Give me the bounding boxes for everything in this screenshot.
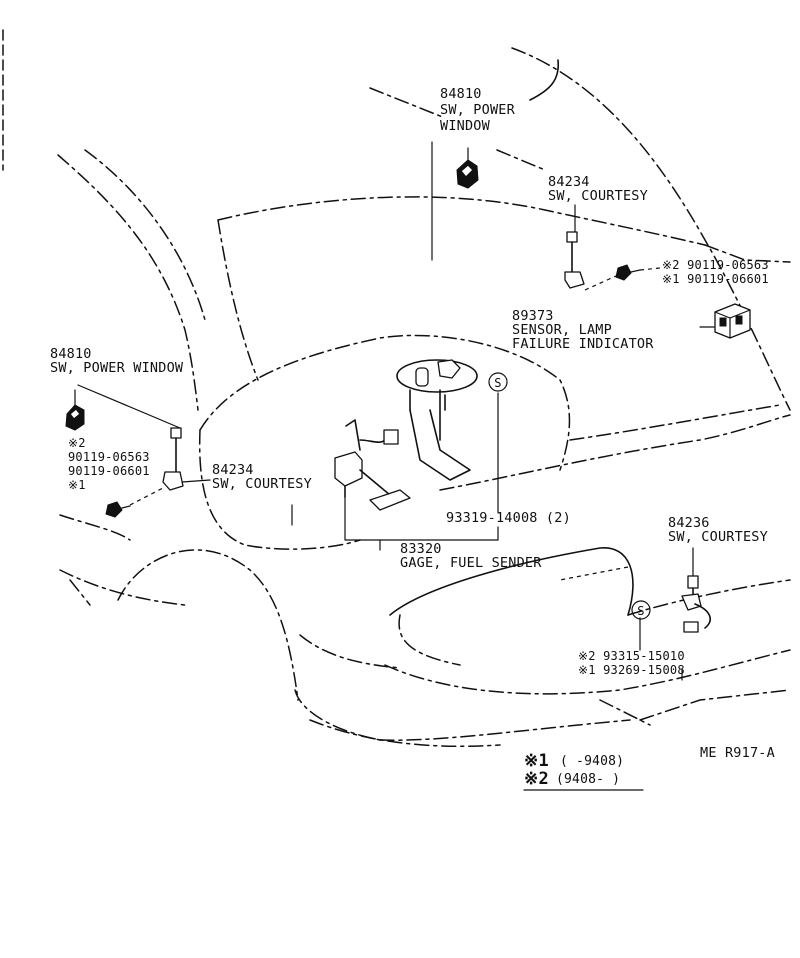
fuel-sender-assembly [334, 359, 478, 511]
callout-part-number: 84236 [668, 515, 710, 531]
callout-part-number: 84810 [440, 86, 482, 102]
body-outline [2, 29, 791, 747]
s-marker-right: S [631, 600, 651, 620]
callout-screw-part: 90119-06601 [68, 464, 150, 478]
callout-part-name: SW, POWER [440, 102, 516, 118]
figure-code: ME R917-A [700, 745, 775, 761]
screw-top [584, 264, 661, 291]
callout-mark: ※1 [68, 478, 86, 492]
legend: ※1 ( -9408) ※2 (9408- ) [523, 751, 644, 791]
courtesy-switch-top [564, 231, 585, 289]
sensor-lamp-failure-indicator [714, 303, 751, 339]
callout-part-name: SW, COURTESY [212, 476, 312, 492]
legend-mark: ※1 [524, 751, 549, 771]
legend-range: ( -9408) [560, 754, 624, 769]
callout-part-name: SENSOR, LAMP [512, 322, 612, 338]
callout-part-number: 84234 [548, 174, 590, 190]
callout-mark: ※2 [68, 436, 86, 450]
callout-part-name: FAILURE INDICATOR [512, 336, 654, 352]
s-marker-label: S [494, 376, 501, 390]
callout-part-number: 89373 [512, 308, 554, 324]
callout-part-number: 84234 [212, 462, 254, 478]
screw-left [105, 487, 164, 518]
callout-screw-part: ※2 90119-06563 [662, 258, 769, 272]
legend-mark: ※2 [524, 769, 549, 789]
callout-part-name: GAGE, FUEL SENDER [400, 555, 542, 571]
power-window-switch-left [65, 404, 85, 431]
callout-plug-part: ※2 93315-15010 [578, 649, 685, 663]
callout-part-name: SW, COURTESY [548, 188, 648, 204]
power-window-switch-top [456, 159, 479, 189]
callout-screw-part: 90119-06563 [68, 450, 150, 464]
callout-part-number: 83320 [400, 541, 442, 557]
leader-lines [74, 141, 715, 681]
s-marker-label: S [637, 604, 644, 618]
callout-part-name: WINDOW [440, 118, 491, 134]
courtesy-switch-left [162, 427, 184, 491]
callout-part-name: SW, POWER WINDOW [50, 360, 184, 376]
callout-part-name: SW, COURTESY [668, 529, 768, 545]
courtesy-switch-right [681, 575, 711, 633]
callout-plug-part: ※1 93269-15008 [578, 663, 685, 677]
callout-screw-part: 93319-14008 (2) [446, 510, 571, 526]
legend-range: (9408- ) [556, 772, 620, 787]
callout-screw-part: ※1 90119-06601 [662, 272, 769, 286]
callout-part-number: 84810 [50, 346, 92, 362]
s-marker-sender: S [488, 372, 508, 392]
